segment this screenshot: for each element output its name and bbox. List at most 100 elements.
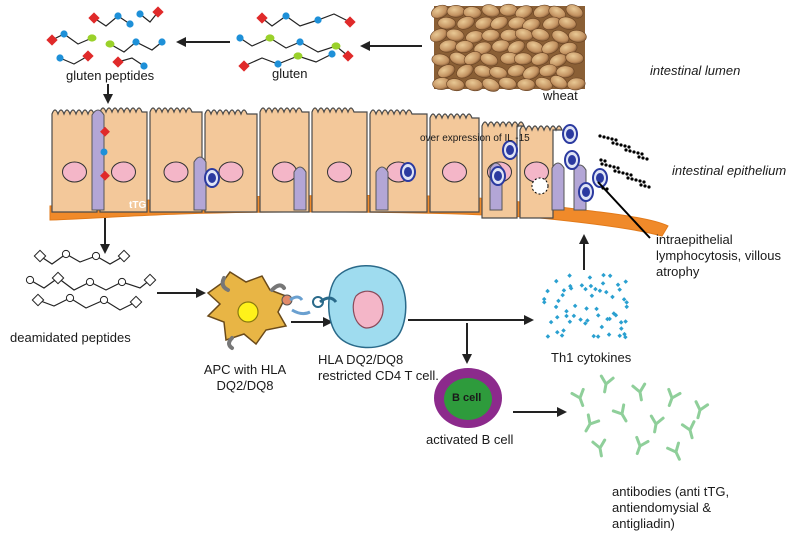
damage-dot	[606, 136, 610, 140]
wheat-grain	[516, 78, 536, 92]
peptide-bead	[274, 60, 282, 68]
cytokine-dot	[595, 334, 601, 339]
wheat-grain	[489, 66, 508, 80]
deamidated-chain-line	[39, 253, 125, 265]
wheat-grain	[446, 78, 465, 92]
deamidated-bead	[85, 277, 95, 287]
cytokine-dot	[568, 283, 573, 289]
cytokine-dot	[595, 313, 601, 318]
damage-dot	[613, 169, 617, 173]
peptide-bead	[236, 34, 244, 42]
cytokine-dot	[617, 287, 622, 292]
damage-dot	[617, 170, 621, 174]
cell-nucleus	[442, 161, 467, 183]
antibody	[584, 413, 601, 433]
wheat-grain	[455, 40, 474, 53]
deamidated-bead	[61, 249, 71, 259]
cell-nucleus	[163, 161, 189, 183]
damage-dot	[602, 135, 606, 139]
peptide-bead	[293, 52, 303, 60]
epithelial-cell	[99, 107, 148, 213]
cell-nucleus	[62, 161, 87, 183]
wheat-grain	[480, 52, 499, 67]
epithelial-cell	[51, 109, 98, 213]
antibody	[635, 435, 650, 456]
peptide-diamond	[238, 60, 250, 72]
cytokine-dot	[542, 299, 547, 305]
cytokine-dot	[548, 319, 554, 325]
peptide-diamond	[82, 50, 94, 62]
cytokine-dot	[600, 281, 606, 286]
cytokine-dot	[618, 320, 624, 325]
gluten-peptides-chains	[46, 6, 166, 70]
cytokine-dot	[593, 286, 598, 292]
cytokine-dot	[623, 319, 628, 324]
damage-dot	[611, 141, 615, 145]
cytokine-dot	[591, 333, 596, 339]
cytokine-dot	[606, 332, 612, 337]
cytokine-dot	[624, 300, 629, 305]
wheat-grain	[437, 16, 457, 30]
antibody	[680, 420, 696, 440]
peptide-bead	[328, 50, 336, 58]
cytokine-dot	[588, 283, 594, 289]
deamidated-chain-line	[37, 297, 137, 311]
intraepithelial-line3: atrophy	[656, 264, 700, 279]
deamidated-bead	[99, 295, 109, 305]
wheat-grain	[507, 40, 526, 55]
deamidated-bead	[143, 273, 157, 287]
damage-dot	[630, 177, 634, 181]
pep1-line	[93, 15, 131, 27]
peptide-diamond	[112, 56, 124, 68]
cytokine-dot	[623, 334, 628, 340]
damage-dot	[598, 134, 602, 138]
apc-label-line2: DQ2/DQ8	[216, 378, 274, 393]
deamidated-peptides-chains	[25, 249, 157, 311]
antibody	[570, 387, 585, 408]
epithelium	[49, 107, 669, 237]
wheat-grain	[499, 3, 518, 17]
intraepithelial-label: intraepithelial lymphocytosis, villous a…	[656, 232, 781, 280]
wheat-grain	[541, 40, 560, 55]
peptide-bead	[265, 34, 275, 42]
cytokine-dot	[567, 319, 573, 325]
damage-dot	[640, 152, 644, 156]
antibody	[591, 438, 607, 458]
cytokine-dot	[554, 278, 559, 284]
wheat-grain	[565, 4, 584, 19]
peptide-diamond	[100, 170, 110, 181]
damage-dot	[634, 178, 638, 182]
peptide-bead	[126, 20, 134, 28]
peptide-bead	[60, 30, 68, 38]
cytokine-dot	[567, 273, 572, 278]
gluten-c-line	[243, 53, 333, 67]
peptide-diamond	[46, 34, 58, 46]
damage-dot	[608, 164, 612, 168]
gluten-a-line	[261, 13, 351, 27]
cytokine-dot	[617, 333, 622, 338]
cytokine-dot	[572, 303, 578, 309]
cytokine-dot	[607, 316, 612, 322]
cytokine-dot	[621, 297, 627, 302]
cytokine-dot	[607, 273, 613, 279]
damage-dot	[629, 173, 633, 177]
intraepithelial-cell	[551, 162, 565, 211]
pep3-line	[51, 33, 93, 45]
wheat-grain	[481, 4, 500, 18]
epithelial-cell	[311, 107, 368, 213]
peptide-diamond	[100, 126, 110, 137]
peptide-bead	[331, 42, 341, 50]
cytokine-dot	[571, 313, 577, 319]
damage-dot	[638, 179, 642, 183]
cytokine-dot	[545, 288, 550, 294]
lymphocyte-nucleus	[506, 145, 514, 155]
cd4-label-line2: restricted CD4 T cell.	[318, 368, 439, 383]
il15-label: over expression of IL -15	[420, 133, 530, 144]
cytokine-dot	[589, 293, 595, 299]
lymphocyte-nucleus	[582, 187, 590, 197]
cytokine-dot	[541, 296, 547, 302]
cytokine-dot	[554, 315, 560, 320]
cytokine-dot	[553, 304, 559, 310]
peptide-diamond	[88, 12, 100, 24]
damage-dot	[599, 158, 603, 162]
